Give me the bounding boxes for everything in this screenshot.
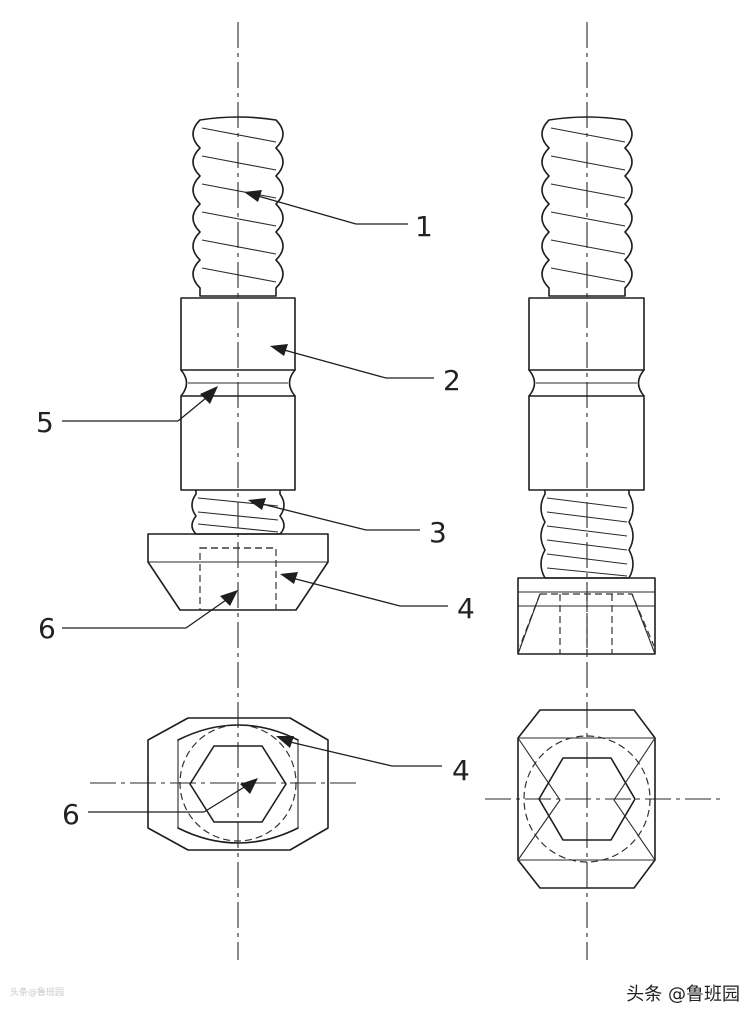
right-nut-side [517,577,656,655]
source-watermark: 头条 @鲁班园 [626,984,740,1005]
faint-watermark: 头条@鲁班园 [10,988,65,998]
left-upper-thread [192,116,284,297]
label-6-lower: 6 [62,798,80,831]
label-6-upper: 6 [38,612,56,645]
left-body [180,297,296,491]
right-upper-thread [541,116,633,297]
right-nut-plan [517,709,656,889]
label-3: 3 [429,516,447,549]
label-4-upper: 4 [457,592,475,625]
label-2: 2 [443,364,461,397]
leader-4-upper [291,577,401,607]
leader-1 [257,195,357,225]
label-5: 5 [36,406,54,439]
leader-3 [261,503,367,531]
right-body [528,297,645,491]
left-nut-side [147,533,329,611]
label-1: 1 [415,210,433,243]
leader-4-lower [289,741,393,767]
leader-2 [283,349,387,379]
left-nut-plan [147,717,329,851]
label-4-lower: 4 [452,754,470,787]
